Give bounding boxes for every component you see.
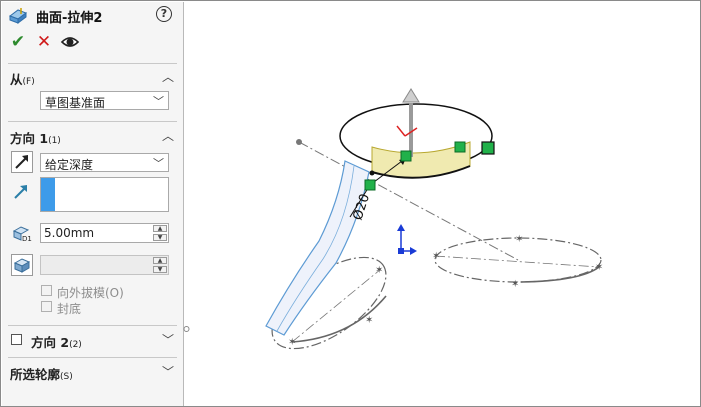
- divider: [8, 357, 177, 358]
- svg-text:✶: ✶: [511, 279, 519, 290]
- origin-triad-icon: [397, 224, 417, 255]
- end-condition-select[interactable]: 给定深度﹀: [40, 153, 169, 172]
- sketch-ellipse-right: [434, 237, 602, 283]
- construction-line-endpoint: [296, 139, 302, 145]
- svg-text:✶: ✶: [432, 251, 440, 262]
- selected-contours-section-header[interactable]: 所选轮廓(S): [10, 367, 73, 382]
- draft-angle-input[interactable]: ▲▼: [40, 255, 169, 275]
- divider: [8, 121, 177, 122]
- graphics-viewport[interactable]: ✶ ✶ ✶ ✶ ✶ ✶ ✶ ✶ Ø20: [184, 2, 700, 406]
- drag-arrow-handle[interactable]: [402, 88, 420, 103]
- handle-green[interactable]: [481, 141, 495, 155]
- direction2-checkbox[interactable]: [11, 334, 22, 345]
- spin-down-icon[interactable]: ▼: [153, 266, 167, 273]
- from-section-header[interactable]: 从(F): [10, 72, 35, 87]
- ok-icon[interactable]: ✔: [10, 32, 26, 52]
- handle-green[interactable]: [364, 179, 376, 191]
- chevron-down-icon[interactable]: ﹀: [162, 333, 175, 347]
- divider: [8, 63, 177, 64]
- spin-down-icon[interactable]: ▼: [153, 234, 167, 241]
- chevron-up-icon[interactable]: ︿: [162, 129, 175, 143]
- chevron-down-icon[interactable]: ﹀: [162, 365, 175, 379]
- depth-input[interactable]: 5.00mm ▲▼: [40, 223, 169, 243]
- spin-up-icon[interactable]: ▲: [153, 225, 167, 232]
- reverse-direction-icon[interactable]: [11, 151, 33, 173]
- draft-icon[interactable]: [11, 254, 33, 276]
- action-buttons: ✔ ✕: [8, 32, 128, 52]
- svg-text:✶: ✶: [375, 265, 383, 276]
- direction-reference-list[interactable]: [40, 177, 169, 212]
- svg-text:✶: ✶: [288, 337, 296, 348]
- cap-end-checkbox[interactable]: [41, 301, 52, 312]
- feature-title-row: 曲面-拉伸2 ?: [2, 2, 183, 28]
- direction-arrow-icon[interactable]: [11, 182, 33, 204]
- divider: [8, 325, 177, 326]
- handle-green[interactable]: [454, 141, 466, 153]
- help-icon[interactable]: ?: [156, 6, 172, 22]
- property-manager: 曲面-拉伸2 ? ✔ ✕ 从(F) ︿ 草图基准面﹀ 方向 1(1): [2, 2, 184, 406]
- draft-outward-checkbox[interactable]: [41, 285, 52, 296]
- depth-icon: D1: [11, 222, 33, 244]
- swept-surface: [265, 160, 370, 336]
- svg-text:D1: D1: [22, 235, 32, 243]
- direction1-section-header[interactable]: 方向 1(1): [10, 131, 61, 146]
- draft-outward-label: 向外拔模(O): [57, 286, 124, 300]
- extrude-surface-icon: [8, 8, 28, 24]
- feature-title: 曲面-拉伸2: [36, 11, 103, 26]
- svg-text:✶: ✶: [365, 315, 373, 326]
- cancel-icon[interactable]: ✕: [36, 32, 52, 52]
- construction-line: [298, 141, 519, 261]
- cap-end-label: 封底: [57, 302, 82, 316]
- chevron-up-icon[interactable]: ︿: [162, 70, 175, 84]
- from-select[interactable]: 草图基准面﹀: [40, 91, 169, 110]
- preview-eye-icon[interactable]: [60, 32, 80, 52]
- handle-green[interactable]: [400, 150, 412, 162]
- svg-text:✶: ✶: [595, 262, 603, 273]
- panel-splitter-handle[interactable]: [183, 323, 190, 335]
- svg-text:✶: ✶: [515, 234, 523, 245]
- spin-up-icon[interactable]: ▲: [153, 257, 167, 264]
- active-selection-bar: [41, 178, 55, 211]
- direction2-section-header[interactable]: 方向 2(2): [31, 335, 82, 350]
